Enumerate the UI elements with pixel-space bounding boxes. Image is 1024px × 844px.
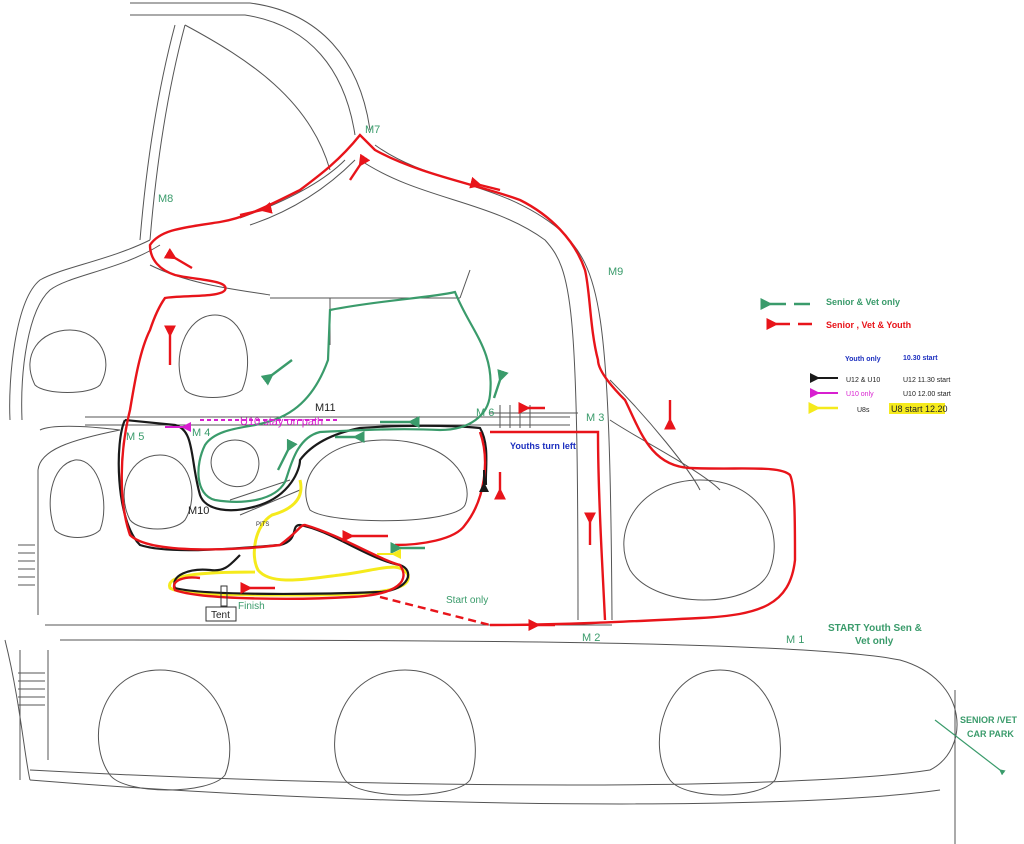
marker-m4: M 4 [192,427,210,439]
arrows-green [260,359,509,554]
tent-label: Tent [211,610,230,621]
marker-m5: M 5 [126,431,144,443]
start-youth-label: START Youth Sen & [828,623,922,634]
finish-label: Finish [238,601,265,612]
legend-senior-vet: Senior & Vet only [826,297,900,307]
marker-m7: M7 [365,124,380,136]
start-only-label: Start only [446,595,488,606]
route-senior-vet [197,290,492,503]
route-u8 [168,479,410,597]
marker-m3: M 3 [586,412,604,424]
steps-left [18,544,35,586]
arrows-red [163,153,676,631]
marker-m8: M8 [158,193,173,205]
legend-u12-start: U12 11.30 start [903,377,950,384]
pits-label: PITS [256,522,269,528]
legend-u8-start: U8 start 12.20 [891,404,948,414]
marker-m6: M 6 [476,407,494,419]
finish-post [220,585,228,607]
park-paths [4,2,958,844]
tent [205,606,237,622]
legend-u10-only: U10 only [846,391,874,398]
marker-m10: M10 [188,505,209,517]
marker-m1: M 1 [786,634,804,646]
car-park-label: SENIOR /VET [960,715,1018,725]
legend: Senior & Vet only Senior , Vet & Youth Y… [760,297,951,414]
legend-youth-start: 10.30 start [903,355,938,362]
legend-u8s: U8s [857,407,870,414]
legend-youth-only: Youth only [845,356,881,363]
legend-u8-highlight [889,403,945,414]
trees [29,314,781,796]
youths-turn-left-note: Youths turn left [510,441,576,451]
legend-senior-vet-youth: Senior , Vet & Youth [826,320,911,330]
route-senior-vet-youth [120,133,797,627]
route-u12-u10 [117,418,488,596]
car-park-label-2: CAR PARK [967,729,1014,739]
marker-m9: M9 [608,266,623,278]
arrows-other [165,419,489,559]
marker-m11: M11 [315,402,336,414]
u10-stay-note: U10 stay on path [240,416,323,428]
car-park-arrow [934,719,1006,776]
steps-car-park [18,672,45,706]
legend-u10-start: U10 12.00 start [903,391,951,398]
legend-u12-u10: U12 & U10 [846,377,880,384]
marker-m2: M 2 [582,632,600,644]
start-youth-label-2: Vet only [855,636,894,647]
